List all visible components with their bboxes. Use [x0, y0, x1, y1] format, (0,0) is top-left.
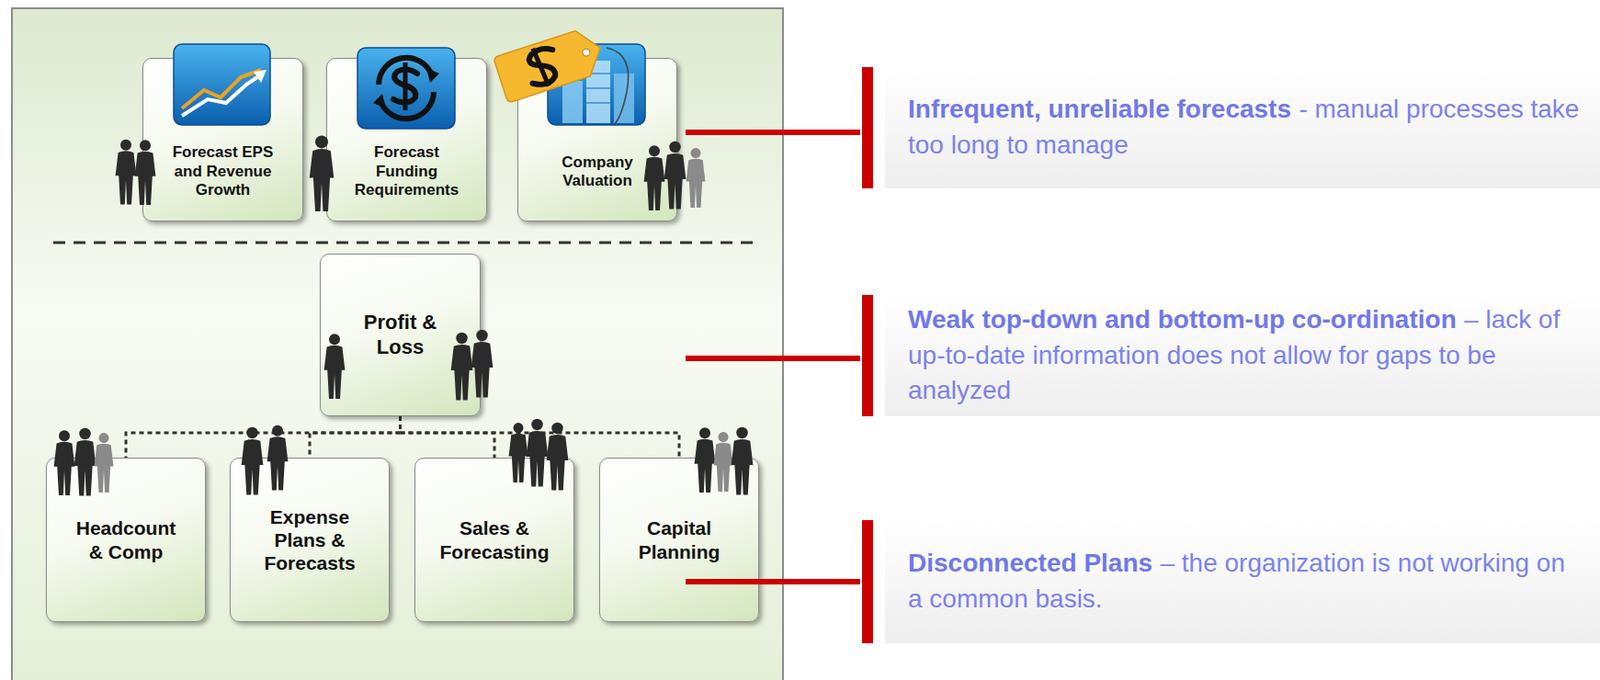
box-label: Sales & Forecasting: [434, 516, 555, 563]
price-tag-icon: [493, 24, 629, 125]
box-label: Company Valuation: [551, 153, 644, 192]
box-label: Forecast Funding Requirements: [349, 143, 465, 200]
org-connector: [309, 416, 401, 458]
dashed-divider: [53, 241, 756, 245]
leader-line: [685, 355, 861, 362]
box-label: Forecast EPS and Revenue Growth: [169, 143, 278, 200]
callout-text-box: Infrequent, unreliable forecasts- manual…: [907, 67, 1584, 189]
callout-heading: Weak top-down and bottom-up co-ordinatio…: [907, 305, 1457, 334]
panel: [11, 8, 783, 680]
funding-cycle-icon: [357, 47, 455, 129]
callout-bar: [862, 67, 874, 189]
people-silhouettes: [54, 135, 754, 496]
callout-bar: [862, 295, 874, 417]
callout-panel: [885, 295, 1600, 417]
box-label: Headcount & Comp: [68, 516, 184, 563]
leader-line: [685, 578, 861, 585]
callout-text-box: Weak top-down and bottom-up co-ordinatio…: [907, 295, 1584, 417]
org-connector: [125, 416, 401, 458]
callout-heading: Disconnected Plans: [907, 548, 1153, 578]
callout-paragraph: Disconnected Plans– the organization is …: [907, 545, 1584, 617]
callout-bar: [862, 520, 874, 644]
box-label: Expense Plans & Forecasts: [249, 505, 370, 576]
callout-heading: Infrequent, unreliable forecasts: [907, 94, 1292, 124]
callout-paragraph: Infrequent, unreliable forecasts- manual…: [907, 91, 1584, 163]
callout-panel: [885, 67, 1600, 189]
callout-text-box: Disconnected Plans– the organization is …: [907, 520, 1584, 644]
callout-panel: [885, 520, 1600, 644]
callout-paragraph: Weak top-down and bottom-up co-ordinatio…: [907, 302, 1584, 409]
box-label: Profit & Loss: [359, 310, 443, 360]
leader-line: [685, 129, 861, 136]
process-box: Capital Planning: [599, 457, 760, 623]
org-connector: [400, 416, 496, 458]
process-box: Sales & Forecasting: [414, 457, 575, 623]
growth-chart-icon: [173, 44, 271, 125]
box-label: Capital Planning: [628, 516, 730, 563]
